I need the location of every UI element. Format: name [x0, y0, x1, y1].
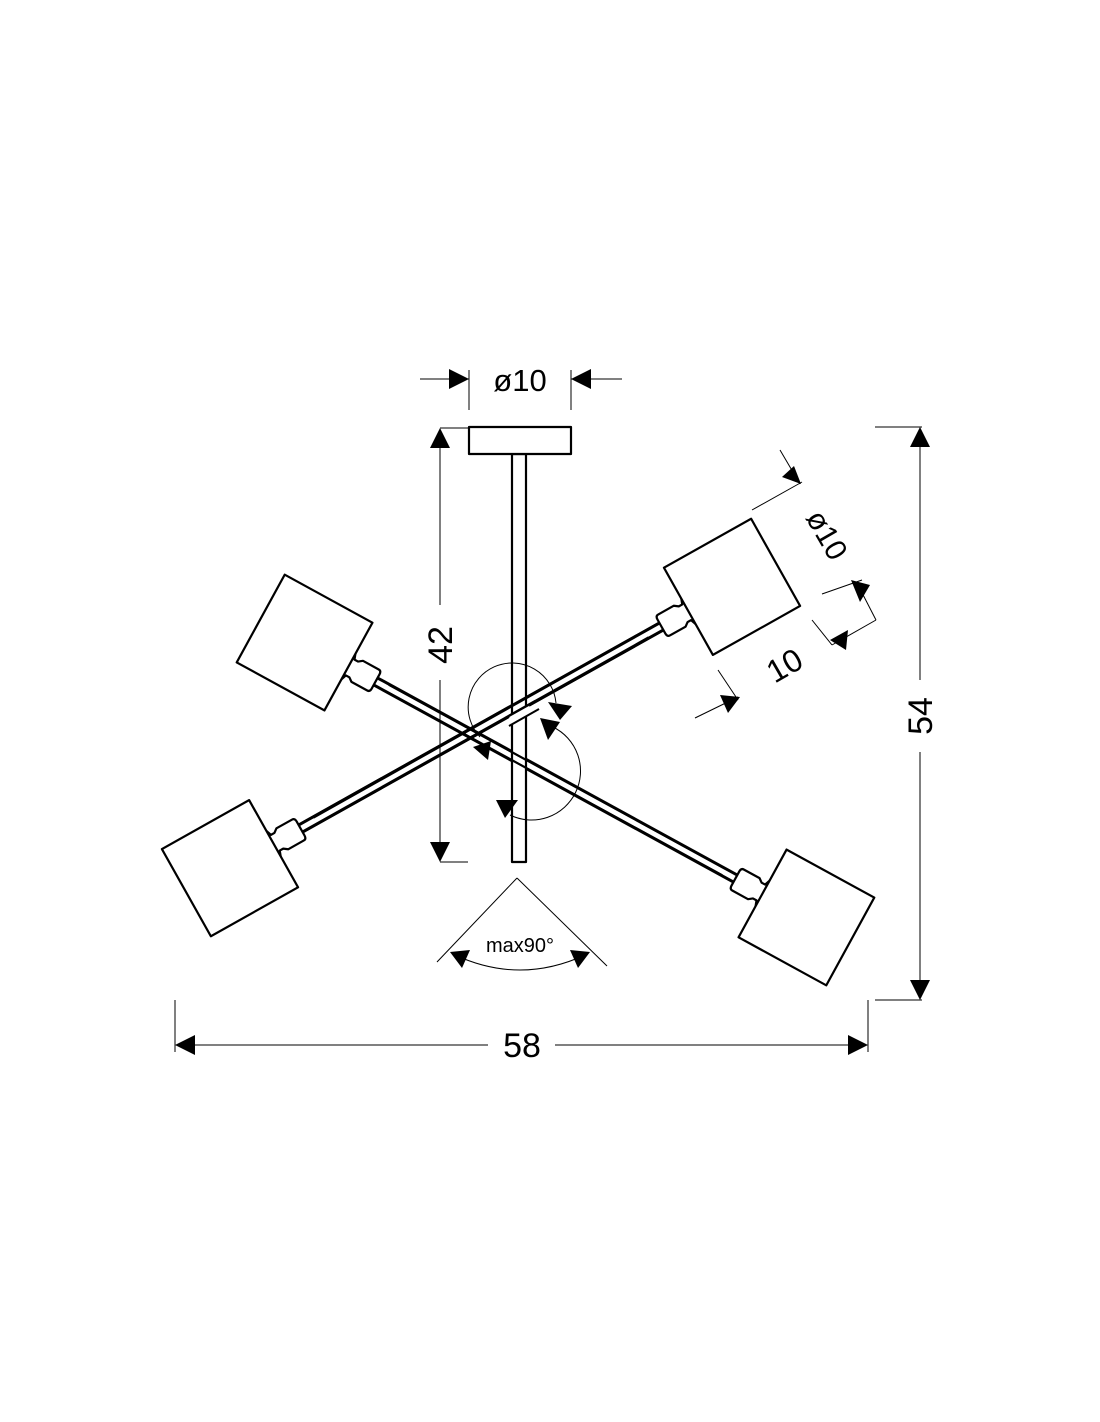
shade-lower-left	[160, 589, 673, 938]
shade-height-label: 10	[760, 641, 809, 690]
canopy-diameter-label: ø10	[493, 363, 546, 398]
max-angle-label: max90°	[486, 935, 554, 957]
rod-height-dimension: 42	[422, 427, 469, 863]
max-angle-dimension: max90°	[436, 877, 608, 971]
shade-diameter-label: ø10	[799, 505, 853, 566]
total-height-dimension: 54	[875, 426, 940, 1001]
rod-height-label: 42	[422, 626, 460, 664]
total-width-dimension: 58	[174, 1000, 869, 1065]
total-height-label: 54	[902, 697, 940, 735]
rotation-arrows	[467, 662, 581, 821]
canopy-diameter-dimension: ø10	[420, 363, 622, 410]
ceiling-canopy	[467, 425, 573, 456]
total-width-label: 58	[503, 1027, 541, 1065]
